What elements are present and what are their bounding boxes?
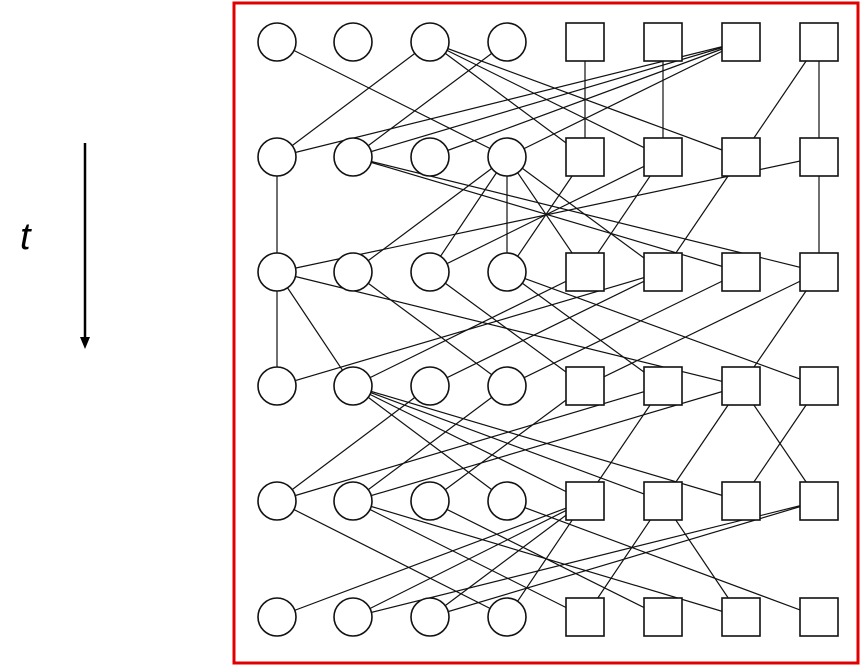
edge-1-3-to-2-1 — [352, 156, 508, 273]
diagram-frame — [232, 1, 860, 665]
square-node-layer4-6 — [721, 481, 761, 521]
edge-1-3-to-2-5 — [506, 156, 664, 273]
square-node-layer5-6 — [721, 597, 761, 637]
square-node-layer3-7 — [799, 366, 839, 406]
edge-0-2-to-1-0 — [276, 41, 431, 158]
square-node-layer1-7 — [799, 137, 839, 177]
circle-node-layer1-2 — [410, 137, 450, 177]
edge-1-3-to-2-2 — [429, 156, 508, 273]
edge-4-4-to-5-2 — [429, 500, 586, 618]
circle-node-layer4-3 — [487, 481, 527, 521]
edge-4-4-to-5-0 — [276, 500, 586, 618]
circle-node-layer4-0 — [257, 481, 297, 521]
node-group — [257, 22, 839, 637]
circle-node-layer2-3 — [487, 252, 527, 292]
circle-node-layer0-2 — [410, 22, 450, 62]
circle-node-layer5-2 — [410, 597, 450, 637]
square-node-layer0-5 — [643, 22, 683, 62]
circle-node-layer3-3 — [487, 366, 527, 406]
square-node-layer3-4 — [565, 366, 605, 406]
square-node-layer5-7 — [799, 597, 839, 637]
circle-node-layer0-3 — [487, 22, 527, 62]
edge-0-6-to-1-2 — [429, 41, 742, 158]
edge-2-7-to-3-4 — [584, 271, 820, 387]
edge-2-6-to-3-3 — [506, 271, 742, 387]
edge-group — [276, 41, 820, 618]
circle-node-layer2-2 — [410, 252, 450, 292]
square-node-layer1-5 — [643, 137, 683, 177]
square-node-layer2-7 — [799, 252, 839, 292]
edge-0-6-to-1-3 — [506, 41, 742, 158]
edge-4-0-to-5-3 — [276, 500, 508, 618]
square-node-layer4-4 — [565, 481, 605, 521]
square-node-layer0-6 — [721, 22, 761, 62]
square-node-layer4-7 — [799, 481, 839, 521]
square-node-layer5-5 — [643, 597, 683, 637]
edge-3-5-to-4-0 — [276, 385, 664, 502]
square-node-layer0-7 — [799, 22, 839, 62]
circle-node-layer1-3 — [487, 137, 527, 177]
edge-2-1-to-3-3 — [352, 271, 508, 387]
circle-node-layer4-2 — [410, 481, 450, 521]
circle-node-layer5-0 — [257, 597, 297, 637]
edge-3-2-to-4-0 — [276, 385, 431, 502]
circle-node-layer1-1 — [333, 137, 373, 177]
circle-node-layer4-1 — [333, 481, 373, 521]
edge-2-2-to-3-4 — [429, 271, 586, 387]
circle-node-layer3-1 — [333, 366, 373, 406]
circle-node-layer0-1 — [333, 22, 373, 62]
edge-3-3-to-4-1 — [352, 385, 508, 502]
circle-node-layer2-0 — [257, 252, 297, 292]
square-node-layer3-6 — [721, 366, 761, 406]
square-node-layer2-5 — [643, 252, 683, 292]
edge-3-4-to-4-2 — [429, 385, 586, 502]
square-node-layer4-5 — [643, 481, 683, 521]
circle-node-layer3-2 — [410, 366, 450, 406]
circle-node-layer0-0 — [257, 22, 297, 62]
square-node-layer0-4 — [565, 22, 605, 62]
time-axis-label: t — [20, 216, 31, 258]
square-node-layer3-5 — [643, 366, 683, 406]
edge-2-3-to-3-7 — [506, 271, 820, 387]
edge-2-5-to-3-0 — [276, 271, 664, 387]
square-node-layer1-4 — [565, 137, 605, 177]
edge-2-5-to-3-2 — [429, 271, 664, 387]
square-node-layer2-4 — [565, 252, 605, 292]
circle-node-layer5-1 — [333, 597, 373, 637]
edge-2-3-to-3-5 — [506, 271, 664, 387]
edge-0-3-to-1-1 — [352, 41, 508, 158]
edge-2-0-to-3-1 — [276, 271, 354, 387]
circle-node-layer3-0 — [257, 366, 297, 406]
circle-node-layer2-1 — [333, 252, 373, 292]
time-arrowhead — [80, 337, 90, 349]
circle-node-layer1-0 — [257, 137, 297, 177]
edge-4-4-to-5-1 — [352, 500, 586, 618]
square-node-layer2-6 — [721, 252, 761, 292]
square-node-layer1-6 — [721, 137, 761, 177]
edge-0-0-to-1-3 — [276, 41, 508, 158]
circle-node-layer5-3 — [487, 597, 527, 637]
square-node-layer5-4 — [565, 597, 605, 637]
